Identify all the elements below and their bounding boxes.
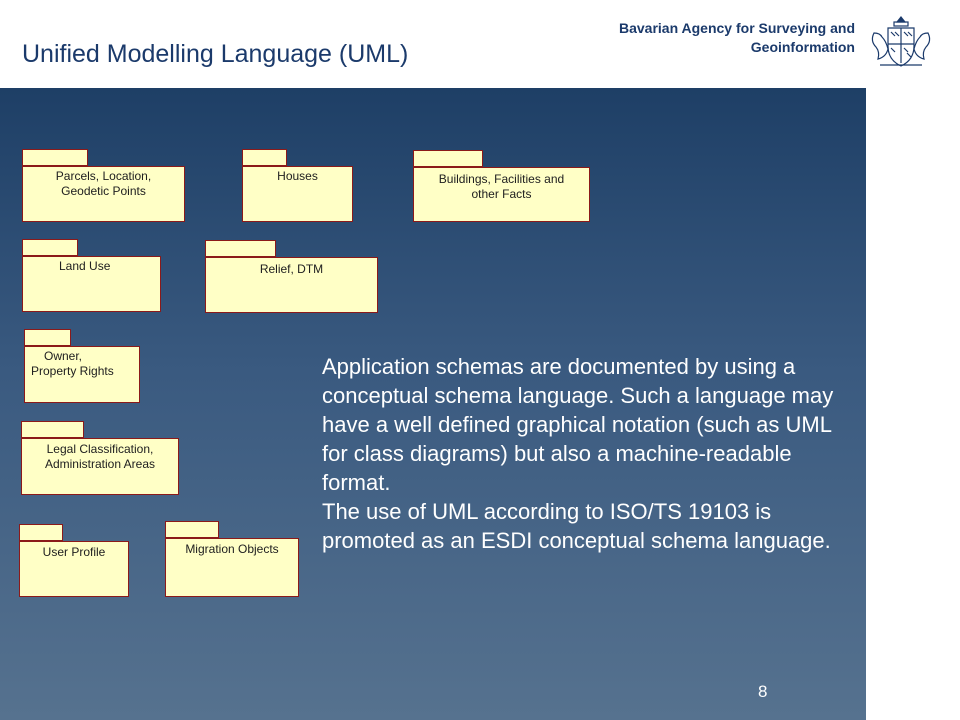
- package-label: Property Rights: [31, 364, 114, 378]
- package-body: Owner, Property Rights: [24, 346, 140, 403]
- package-body: Relief, DTM: [205, 257, 378, 313]
- package-tab: [22, 149, 88, 166]
- package-body: Buildings, Facilities and other Facts: [413, 167, 590, 222]
- package-tab: [24, 329, 71, 346]
- package-label: Relief, DTM: [259, 262, 324, 276]
- agency-line-1: Bavarian Agency for Surveying and: [619, 20, 855, 36]
- package-label: Geodetic Points: [61, 184, 146, 198]
- package-migration: Migration Objects: [165, 521, 299, 597]
- package-label: Administration Areas: [44, 457, 156, 471]
- package-legal: Legal Classification, Administration Are…: [21, 421, 179, 495]
- package-body: Migration Objects: [165, 538, 299, 597]
- slide-title: Unified Modelling Language (UML): [22, 40, 409, 68]
- package-tab: [242, 149, 287, 166]
- agency-line-2: Geoinformation: [750, 39, 855, 55]
- package-tab: [21, 421, 84, 438]
- package-label: Legal Classification,: [46, 442, 154, 456]
- package-label: Buildings, Facilities and: [438, 172, 565, 186]
- package-tab: [19, 524, 63, 541]
- package-buildings: Buildings, Facilities and other Facts: [413, 150, 590, 222]
- body-text: Application schemas are documented by us…: [322, 352, 858, 555]
- body-paragraph-1: Application schemas are documented by us…: [322, 354, 834, 495]
- bavarian-coat-of-arms-icon: [871, 16, 931, 67]
- package-parcels: Parcels, Location, Geodetic Points: [22, 149, 185, 222]
- package-label: other Facts: [471, 187, 532, 201]
- package-label: Owner,: [44, 349, 83, 363]
- package-tab: [205, 240, 276, 257]
- package-body: Houses: [242, 166, 353, 222]
- package-body: User Profile: [19, 541, 129, 597]
- package-tab: [165, 521, 219, 538]
- package-label: Houses: [277, 169, 318, 183]
- agency-name: Bavarian Agency for Surveying and Geoinf…: [619, 19, 855, 57]
- package-user-profile: User Profile: [19, 524, 129, 597]
- package-tab: [22, 239, 78, 256]
- package-label: Parcels, Location,: [55, 169, 152, 183]
- package-label: Migration Objects: [185, 542, 279, 556]
- package-land-use: Land Use: [22, 239, 161, 312]
- package-label: Land Use: [59, 259, 111, 273]
- package-owner: Owner, Property Rights: [24, 329, 140, 403]
- package-body: Parcels, Location, Geodetic Points: [22, 166, 185, 222]
- page-number: 8: [758, 682, 768, 701]
- package-label: User Profile: [42, 545, 106, 559]
- package-relief: Relief, DTM: [205, 240, 378, 313]
- body-paragraph-2: The use of UML according to ISO/TS 19103…: [322, 499, 831, 553]
- package-body: Legal Classification, Administration Are…: [21, 438, 179, 495]
- package-body: Land Use: [22, 256, 161, 312]
- package-houses: Houses: [242, 149, 353, 222]
- package-tab: [413, 150, 483, 167]
